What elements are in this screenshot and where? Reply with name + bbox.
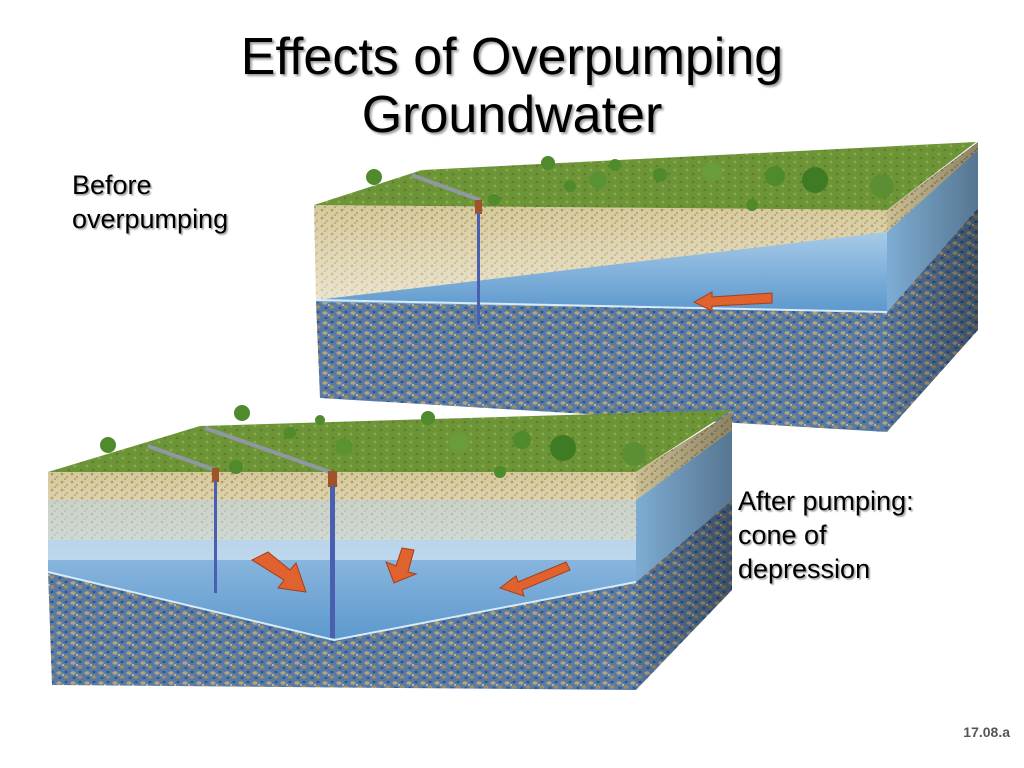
before-flow-arrow <box>692 291 773 312</box>
after-well-shaft-1 <box>214 481 217 593</box>
after-flow-arrow-right <box>498 561 571 597</box>
label-before-line-1: Before <box>72 170 152 200</box>
before-soil-fade <box>314 205 887 300</box>
after-rock-layer <box>48 572 636 690</box>
after-flow-arrow-center <box>385 547 418 584</box>
after-flow-arrow-left <box>250 551 307 593</box>
after-side-shade <box>636 412 732 690</box>
before-well-shaft <box>477 213 480 325</box>
before-rock-layer <box>316 302 887 432</box>
label-before-line-2: overpumping <box>72 204 229 234</box>
label-before-overpumping: Before overpumping <box>72 168 228 236</box>
before-water-table <box>315 299 888 313</box>
after-trees <box>100 405 646 478</box>
title-line-2: Groundwater <box>361 86 663 144</box>
after-wellhead-1 <box>212 468 219 482</box>
page-title: Effects of Overpumping Groundwater <box>0 28 1024 144</box>
before-trees <box>366 156 894 211</box>
before-grass-surface <box>314 142 976 210</box>
before-pipe <box>411 173 481 202</box>
after-soil-fade <box>48 472 636 560</box>
block-before <box>314 142 978 432</box>
before-wellhead <box>475 200 482 214</box>
after-water-table-cone <box>47 571 637 642</box>
after-wellhead-2 <box>328 471 337 487</box>
block-after <box>47 405 732 690</box>
before-side-shade <box>887 142 978 432</box>
after-pipe-2 <box>204 426 331 474</box>
label-after-line-2: cone of <box>738 520 827 550</box>
after-pipe-1 <box>147 444 216 472</box>
after-well-shaft-2 <box>330 486 335 638</box>
label-after-pumping: After pumping: cone of depression <box>738 484 914 586</box>
figure-number: 17.08.a <box>963 724 1010 740</box>
label-after-line-1: After pumping: <box>738 486 914 516</box>
title-line-1: Effects of Overpumping <box>240 28 784 86</box>
label-after-line-3: depression <box>738 554 871 584</box>
